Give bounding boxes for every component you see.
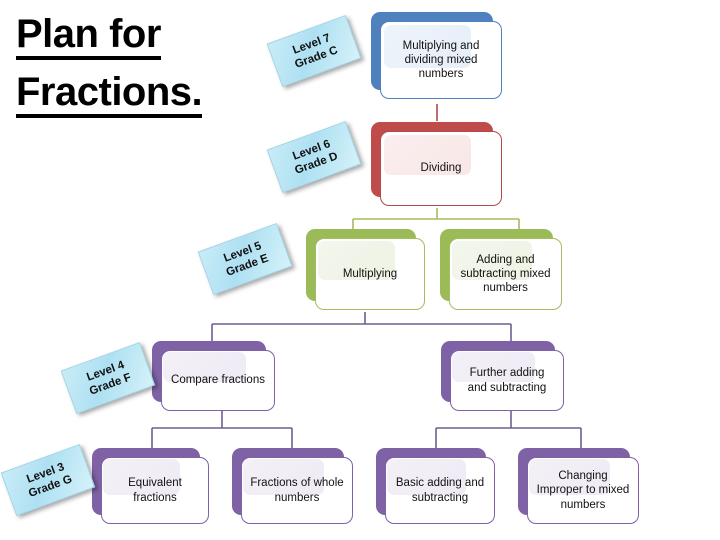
flow-node-further-adding-subtracting[interactable]: Further adding and subtracting [441, 341, 564, 411]
flow-node-fractions-of-whole-numbers[interactable]: Fractions of whole numbers [232, 448, 353, 524]
node-label: Fractions of whole numbers [250, 477, 344, 504]
node-label: Equivalent fractions [128, 477, 182, 504]
node-label: Adding and subtracting mixed numbers [460, 253, 551, 295]
node-inner-fill [384, 135, 471, 175]
node-label: Multiplying [342, 267, 398, 280]
flow-node-multiplying[interactable]: Multiplying [306, 229, 425, 310]
node-label: Further adding and subtracting [467, 367, 547, 394]
flow-node-dividing[interactable]: Dividing [371, 122, 502, 206]
node-inner-fill [384, 25, 471, 68]
edge-n4a-level3 [151, 410, 293, 448]
node-inner-fill [163, 352, 246, 382]
page-title-line-1-text: Plan for [16, 14, 161, 60]
node-inner-fill [103, 459, 180, 495]
edge-n5a-level4 [211, 312, 512, 341]
node-inner-fill [387, 459, 466, 495]
flow-node-basic-adding-subtracting[interactable]: Basic adding and subtracting [376, 448, 495, 524]
page-title-line-1: Plan for [16, 14, 202, 60]
flow-node-equivalent-fractions[interactable]: Equivalent fractions [92, 448, 209, 524]
node-label: Changing Improper to mixed numbers [536, 470, 630, 511]
page-title-line-2-text: Fractions. [16, 71, 203, 118]
page-title-line-2: Fractions. [16, 71, 203, 118]
edge-n6-level5 [352, 208, 520, 229]
node-label: Dividing [420, 162, 462, 175]
page-title: Plan for Fractions. [16, 14, 203, 118]
flow-node-multiplying-dividing-mixed-numbers[interactable]: Multiplying and dividing mixed numbers [371, 12, 502, 99]
node-inner-fill [452, 241, 532, 280]
node-label: Compare fractions [171, 374, 265, 387]
flow-node-adding-subtracting-mixed-numbers[interactable]: Adding and subtracting mixed numbers [440, 229, 562, 310]
flow-node-compare-fractions[interactable]: Compare fractions [152, 341, 275, 411]
edge-n4b-level3 [435, 410, 582, 448]
node-label: Multiplying and dividing mixed numbers [402, 39, 480, 81]
flow-node-changing-improper-to-mixed-numbers[interactable]: Changing Improper to mixed numbers [518, 448, 639, 524]
node-inner-fill [452, 352, 535, 382]
node-inner-fill [318, 241, 395, 280]
node-label: Basic adding and subtracting [395, 477, 485, 504]
node-inner-fill [529, 459, 610, 495]
node-inner-fill [243, 459, 324, 495]
